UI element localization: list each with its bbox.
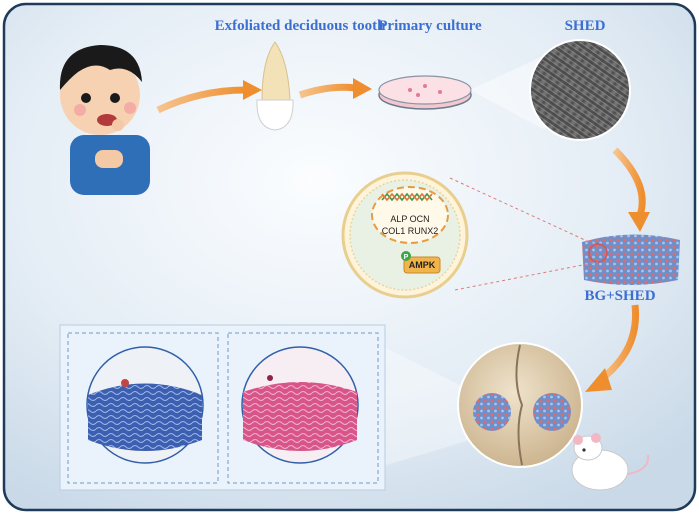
- label-primary-culture: Primary culture: [378, 18, 482, 34]
- arrow-head-icon: [585, 368, 612, 392]
- arrow-scaffold-to-implant: [597, 304, 640, 383]
- shed-micrograph: [529, 39, 631, 141]
- phospho-label: P: [404, 254, 409, 261]
- magnify-line: [454, 261, 599, 291]
- cell-signaling-diagram: ALP OCN COL1 RUNX2 AMPK P: [341, 171, 469, 299]
- arrow-tooth-to-culture: [298, 83, 356, 99]
- mouse-icon: [571, 433, 650, 491]
- arrow-head-icon: [353, 78, 372, 99]
- ampk-label: AMPK: [409, 260, 436, 270]
- phospho-icon: [401, 251, 411, 261]
- zoom-beam: [370, 340, 470, 470]
- histology-panel: [59, 324, 386, 491]
- label-shed: SHED: [565, 18, 606, 34]
- tooth-icon: [256, 41, 294, 131]
- arrow-shed-to-scaffold: [612, 147, 646, 217]
- bg-shed-scaffold: [582, 234, 680, 285]
- arrow-child-to-tooth: [156, 86, 246, 114]
- arrow-head-icon: [628, 212, 650, 232]
- ampk-box: [403, 256, 441, 274]
- label-exfoliated-tooth: Exfoliated deciduous tooth: [215, 18, 387, 34]
- petri-dish-icon: [378, 75, 472, 110]
- gene-labels-line2: COL1 RUNX2: [382, 226, 439, 236]
- child-illustration: [59, 45, 150, 195]
- skull-defect-implant: [457, 342, 583, 468]
- zoom-beam: [470, 55, 545, 130]
- gene-labels-line1: ALP OCN: [390, 214, 429, 224]
- arrow-head-icon: [243, 80, 262, 100]
- label-bg-shed: BG+SHED: [584, 288, 655, 304]
